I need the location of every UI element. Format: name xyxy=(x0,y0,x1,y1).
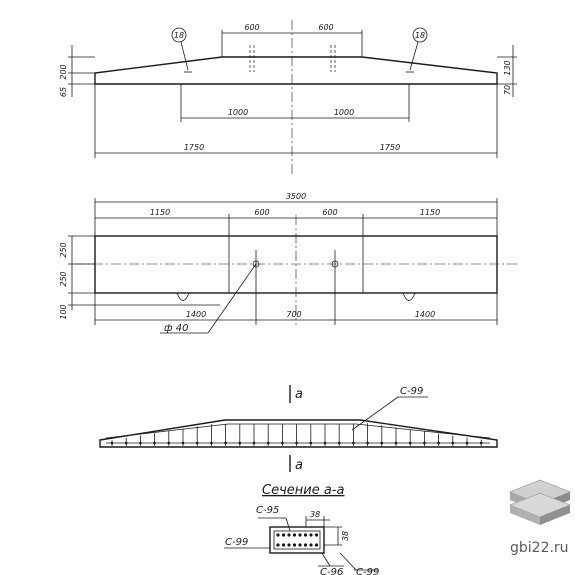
rebar-dot xyxy=(266,441,270,445)
rebar-dot xyxy=(465,441,469,445)
section-bar xyxy=(309,533,313,537)
section-view: Сечение а-а С-95 38 38 С-99 С-96 С-99 xyxy=(224,483,379,575)
section-title: Сечение а-а xyxy=(262,483,344,498)
height-right-top: 130 xyxy=(503,60,512,75)
dim-top-left: 600 xyxy=(244,23,259,32)
mark-circle-left xyxy=(171,27,187,43)
bottom-dim-3: 1400 xyxy=(415,310,435,319)
plan-view: 3500 1150 600 600 1150 250 250 100 1400 … xyxy=(59,192,520,334)
rebar-dot xyxy=(479,441,483,445)
section-bar xyxy=(281,533,286,537)
rebar-dot xyxy=(110,441,114,445)
watermark: gbi22.ru xyxy=(508,479,572,556)
beam-outline xyxy=(94,56,498,85)
section-bar xyxy=(314,533,319,537)
segment-1: 1150 xyxy=(150,208,170,217)
cage-label-leader xyxy=(351,396,399,431)
plan-height-3: 100 xyxy=(59,304,68,319)
section-bottom-label-2: С-99 xyxy=(356,567,379,575)
section-bar xyxy=(303,543,308,547)
mark-right-label: 18 xyxy=(415,31,425,40)
rebar-dot xyxy=(352,441,355,445)
reinforcement-view: a a С-99 xyxy=(99,385,498,473)
cut-mark-bottom: a xyxy=(295,458,303,473)
rebar-dot xyxy=(224,441,227,445)
section-bar xyxy=(292,543,297,547)
plan-height-1: 250 xyxy=(59,242,68,257)
rebar-dot xyxy=(337,441,341,445)
rebar-dot xyxy=(238,441,242,445)
section-dim-height: 38 xyxy=(341,531,350,541)
rebar-dot xyxy=(153,441,156,445)
rebar-dot xyxy=(309,441,313,445)
rebar-dot xyxy=(437,441,440,445)
dim-outer-left: 1750 xyxy=(184,143,204,152)
dim-inner-left: 1000 xyxy=(228,108,248,117)
section-bar xyxy=(287,543,291,547)
dim-top-right: 600 xyxy=(318,23,333,32)
height-left-top: 200 xyxy=(59,64,68,79)
hole-leader xyxy=(207,263,257,334)
rebar-dot xyxy=(195,441,199,445)
loop-bottom-right xyxy=(402,292,416,301)
height-left-bottom: 65 xyxy=(59,87,68,97)
cut-mark-top: a xyxy=(295,387,303,402)
section-bottom-label-1: С-96 xyxy=(320,567,343,575)
rebar-dot xyxy=(281,441,284,445)
rebar-dot xyxy=(181,441,185,445)
loop-bottom-left xyxy=(176,292,190,301)
rebar-dot xyxy=(139,441,142,445)
section-left-label: С-99 xyxy=(225,537,248,548)
section-bar xyxy=(281,543,286,547)
section-bar xyxy=(292,533,297,537)
dim-outer-right: 1750 xyxy=(380,143,400,152)
rebar-dot xyxy=(252,441,256,445)
rebar-dot xyxy=(408,441,412,445)
section-rect xyxy=(269,526,325,554)
cage-outline xyxy=(99,419,498,448)
rebar-dot xyxy=(323,441,327,445)
bottom-dim-1: 1400 xyxy=(186,310,206,319)
section-bar xyxy=(298,543,302,547)
section-bar xyxy=(314,543,319,547)
section-bars xyxy=(276,533,319,547)
rebar-dot xyxy=(394,441,398,445)
height-right-bottom: 70 xyxy=(503,85,512,95)
hole-diameter-label: ф 40 xyxy=(164,323,188,334)
stacked-slabs-icon xyxy=(508,479,572,525)
rebar-dot xyxy=(295,441,298,445)
dim-inner-right: 1000 xyxy=(334,108,354,117)
plan-height-2: 250 xyxy=(59,271,68,286)
section-bar xyxy=(276,543,280,547)
elevation-view: 600 600 18 18 200 65 130 70 1000 1000 17… xyxy=(59,20,517,175)
section-bar xyxy=(309,543,313,547)
segment-2: 600 xyxy=(254,208,269,217)
rebar-dot xyxy=(423,441,426,445)
section-bar xyxy=(287,533,291,537)
section-bar xyxy=(303,533,308,537)
mark-circle-right xyxy=(412,27,428,43)
cage-label: С-99 xyxy=(400,386,423,397)
section-top-label: С-95 xyxy=(256,505,279,516)
rebar-dot xyxy=(167,441,171,445)
section-bar xyxy=(298,533,302,537)
section-dim-width: 38 xyxy=(310,510,320,519)
watermark-text: gbi22.ru xyxy=(510,540,569,556)
rebar-dot xyxy=(451,441,455,445)
rebar-dot xyxy=(124,441,128,445)
rebar-dot xyxy=(380,441,384,445)
mark-left-label: 18 xyxy=(174,31,184,40)
rebar-dot xyxy=(210,441,213,445)
segment-3: 600 xyxy=(322,208,337,217)
overall-length: 3500 xyxy=(286,192,306,201)
section-bar xyxy=(276,533,280,537)
rebar-dot xyxy=(366,441,369,445)
bottom-dim-2: 700 xyxy=(286,310,301,319)
stirrups xyxy=(110,423,483,446)
segment-4: 1150 xyxy=(420,208,440,217)
